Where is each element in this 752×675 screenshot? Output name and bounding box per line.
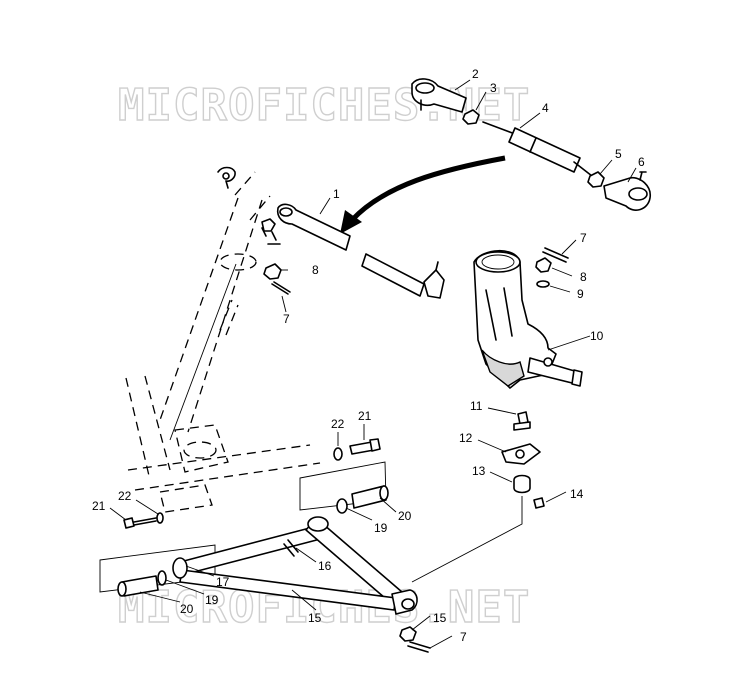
callout-14: 14 [570, 487, 584, 501]
callout-22-left: 22 [118, 489, 132, 503]
ball-joint [411, 411, 545, 583]
callout-17: 16 [318, 559, 332, 573]
callout-6: 6 [638, 155, 645, 169]
frame-mount-outline [99, 461, 387, 593]
callout-9: 9 [577, 287, 584, 301]
a-arm-bolts [123, 438, 381, 529]
callout-10: 10 [590, 329, 604, 343]
steering-column [125, 166, 321, 513]
callout-21-right: 21 [358, 409, 372, 423]
callout-7-bottom: 7 [460, 630, 467, 644]
callouts: 2 3 4 5 6 1 7 8 8 9 7 10 11 12 13 14 22 … [92, 67, 645, 644]
callout-11: 11 [470, 399, 483, 413]
callout-7-column: 7 [283, 312, 290, 326]
leader-lines [109, 79, 637, 649]
callout-22-right: 22 [331, 417, 345, 431]
callout-4: 4 [542, 101, 549, 115]
callout-19-left: 19 [205, 593, 219, 607]
spindle-assembly [473, 247, 583, 389]
callout-12: 12 [459, 431, 473, 445]
callout-21-left: 21 [92, 499, 106, 513]
column-hardware [263, 263, 291, 295]
callout-20-left: 20 [180, 602, 194, 616]
callout-18: 17 [216, 575, 230, 589]
assembly-arrow [340, 155, 506, 234]
callout-1: 1 [333, 187, 340, 201]
callout-5: 5 [615, 147, 622, 161]
callout-8-column: 8 [312, 263, 319, 277]
callout-8-spindle: 8 [580, 270, 587, 284]
callout-2: 2 [472, 67, 479, 81]
callout-16: 15 [308, 611, 322, 625]
callout-7-spindle: 7 [580, 231, 587, 245]
tie-rod-upper [411, 78, 651, 211]
callout-19-right: 19 [374, 521, 388, 535]
callout-3: 3 [490, 81, 497, 95]
a-arm [117, 485, 431, 653]
callout-20-right: 20 [398, 509, 412, 523]
callout-13: 13 [472, 464, 486, 478]
tie-rod-assembled [261, 203, 445, 299]
callout-15: 15 [433, 611, 447, 625]
